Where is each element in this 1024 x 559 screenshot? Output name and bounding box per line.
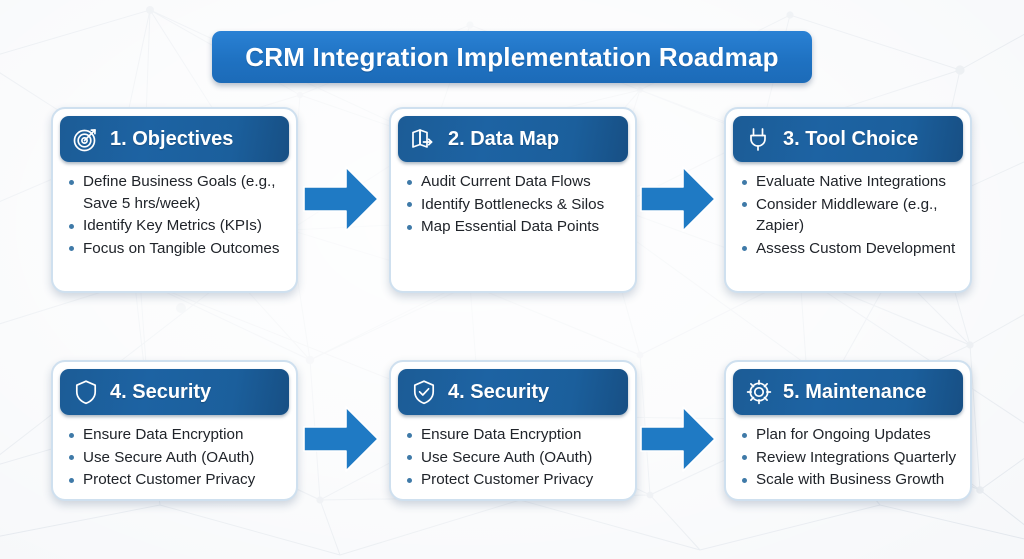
card-security-a-header: 4. Security — [60, 369, 289, 415]
card-maintenance-title: 5. Maintenance — [783, 380, 927, 403]
list-item: Evaluate Native Integrations — [740, 171, 960, 193]
card-tool-choice-title: 3. Tool Choice — [783, 127, 919, 150]
card-security-b-body: Ensure Data Encryption Use Secure Auth (… — [391, 415, 635, 499]
list-item: Focus on Tangible Outcomes — [67, 238, 286, 260]
card-objectives-body: Define Business Goals (e.g., Save 5 hrs/… — [53, 162, 296, 291]
arrow-4-to-5 — [302, 400, 380, 478]
card-tool-choice[interactable]: 3. Tool Choice Evaluate Native Integrati… — [724, 107, 972, 293]
page-title-text: CRM Integration Implementation Roadmap — [245, 41, 779, 72]
list-item: Review Integrations Quarterly — [740, 447, 960, 469]
card-objectives[interactable]: 1. Objectives Define Business Goals (e.g… — [51, 107, 298, 293]
card-tool-choice-bullet-list: Evaluate Native Integrations Consider Mi… — [740, 171, 960, 259]
page-title: CRM Integration Implementation Roadmap — [212, 31, 812, 83]
gear-icon — [745, 378, 773, 406]
target-icon — [72, 125, 100, 153]
list-item: Use Secure Auth (OAuth) — [67, 447, 286, 469]
card-objectives-header: 1. Objectives — [60, 116, 289, 162]
list-item: Map Essential Data Points — [405, 216, 625, 238]
card-security-b[interactable]: 4. Security Ensure Data Encryption Use S… — [389, 360, 637, 501]
shield-icon — [72, 378, 100, 406]
card-maintenance[interactable]: 5. Maintenance Plan for Ongoing Updates … — [724, 360, 972, 501]
card-maintenance-bullet-list: Plan for Ongoing Updates Review Integrat… — [740, 424, 960, 491]
list-item: Assess Custom Development — [740, 238, 960, 260]
card-data-map-bullet-list: Audit Current Data Flows Identify Bottle… — [405, 171, 625, 238]
card-objectives-bullet-list: Define Business Goals (e.g., Save 5 hrs/… — [67, 171, 286, 259]
list-item: Identify Key Metrics (KPIs) — [67, 215, 286, 237]
card-data-map-header: 2. Data Map — [398, 116, 628, 162]
card-security-a[interactable]: 4. Security Ensure Data Encryption Use S… — [51, 360, 298, 501]
card-maintenance-body: Plan for Ongoing Updates Review Integrat… — [726, 415, 970, 499]
card-data-map-body: Audit Current Data Flows Identify Bottle… — [391, 162, 635, 291]
list-item: Scale with Business Growth — [740, 469, 960, 491]
card-security-a-title: 4. Security — [110, 380, 212, 403]
list-item: Protect Customer Privacy — [405, 469, 625, 491]
card-data-map[interactable]: 2. Data Map Audit Current Data Flows Ide… — [389, 107, 637, 293]
card-maintenance-header: 5. Maintenance — [733, 369, 963, 415]
card-security-a-bullet-list: Ensure Data Encryption Use Secure Auth (… — [67, 424, 286, 491]
card-tool-choice-header: 3. Tool Choice — [733, 116, 963, 162]
arrow-2-to-3 — [639, 160, 717, 238]
card-security-b-header: 4. Security — [398, 369, 628, 415]
list-item: Plan for Ongoing Updates — [740, 424, 960, 446]
shield-check-icon — [410, 378, 438, 406]
card-security-b-bullet-list: Ensure Data Encryption Use Secure Auth (… — [405, 424, 625, 491]
arrow-1-to-2 — [302, 160, 380, 238]
list-item: Define Business Goals (e.g., Save 5 hrs/… — [67, 171, 286, 214]
list-item: Audit Current Data Flows — [405, 171, 625, 193]
list-item: Identify Bottlenecks & Silos — [405, 194, 625, 216]
card-data-map-title: 2. Data Map — [448, 127, 560, 150]
card-objectives-title: 1. Objectives — [110, 127, 234, 150]
card-tool-choice-body: Evaluate Native Integrations Consider Mi… — [726, 162, 970, 291]
card-security-b-title: 4. Security — [448, 380, 550, 403]
list-item: Consider Middleware (e.g., Zapier) — [740, 194, 960, 237]
card-security-a-body: Ensure Data Encryption Use Secure Auth (… — [53, 415, 296, 499]
arrow-5-to-6 — [639, 400, 717, 478]
map-icon — [410, 125, 438, 153]
list-item: Protect Customer Privacy — [67, 469, 286, 491]
list-item: Ensure Data Encryption — [405, 424, 625, 446]
plug-icon — [745, 125, 773, 153]
list-item: Ensure Data Encryption — [67, 424, 286, 446]
list-item: Use Secure Auth (OAuth) — [405, 447, 625, 469]
